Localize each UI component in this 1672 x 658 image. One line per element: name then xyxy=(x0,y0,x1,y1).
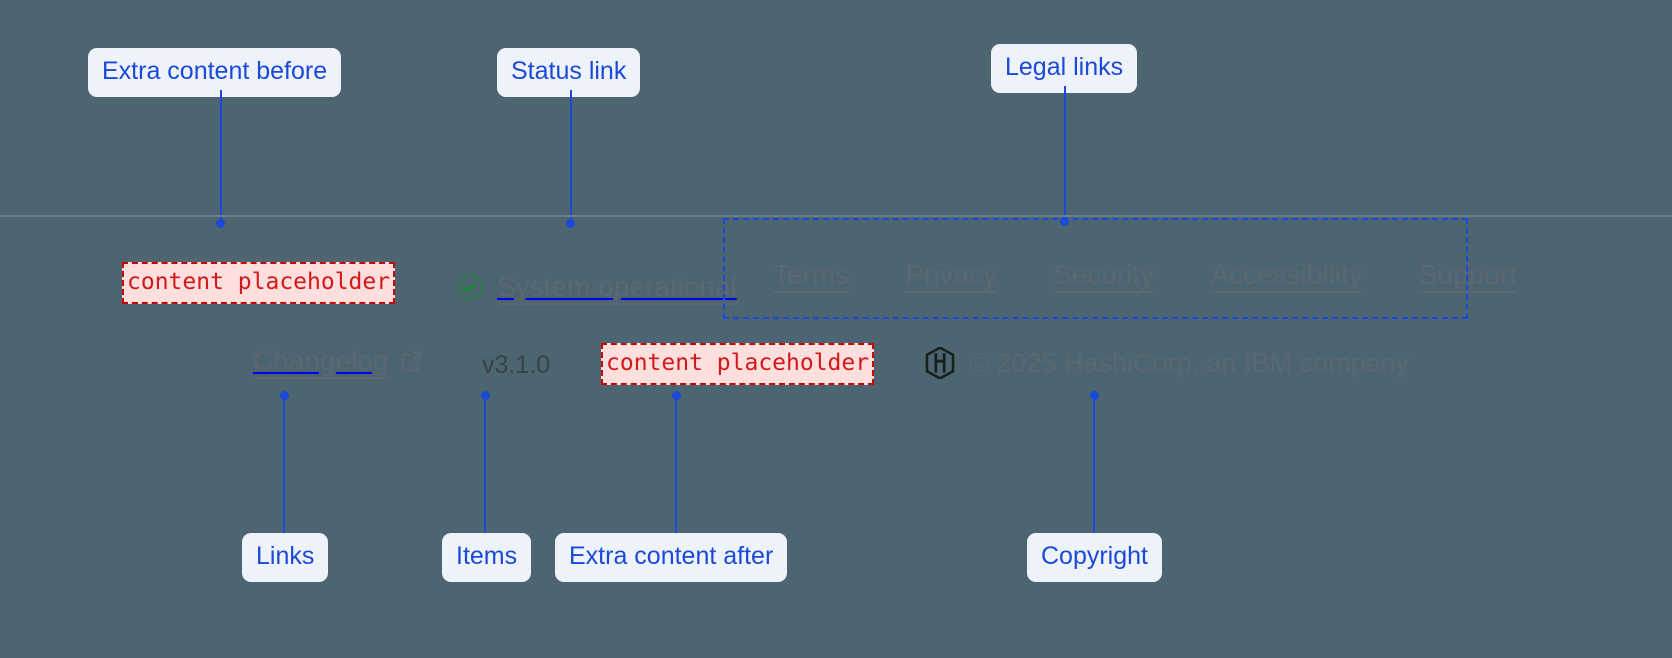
extra-content-before-placeholder: content placeholder xyxy=(122,262,396,304)
leader-dot-extra-content-before xyxy=(216,219,225,228)
footer: content placeholder System operational T… xyxy=(0,215,1672,480)
leader-dot-items xyxy=(481,391,490,400)
version-label: v3.1.0 xyxy=(482,351,551,379)
callout-links: Links xyxy=(242,533,329,582)
callout-copyright: Copyright xyxy=(1027,533,1162,582)
copyright-block: © 2025 HashiCorp, an IBM company xyxy=(925,346,1410,380)
callout-extra-content-before: Extra content before xyxy=(88,48,342,97)
leader-line-status-link xyxy=(570,90,572,224)
footer-bottom-row: Changelog v3.1.0 content placeholder © 2… xyxy=(0,337,1672,407)
copyright-text: © 2025 HashiCorp, an IBM company xyxy=(969,347,1410,378)
legal-link-privacy[interactable]: Privacy xyxy=(905,259,998,290)
leader-dot-extra-content-after xyxy=(672,391,681,400)
legal-link-terms[interactable]: Terms xyxy=(773,259,850,290)
leader-line-legal-links xyxy=(1064,86,1066,222)
leader-dot-status-link xyxy=(566,219,575,228)
leader-line-extra-content-after xyxy=(675,396,677,533)
leader-line-links xyxy=(283,396,285,533)
status-link-label: System operational xyxy=(497,271,737,302)
leader-line-copyright xyxy=(1093,396,1095,533)
legal-link-support[interactable]: Support xyxy=(1418,259,1517,290)
extra-content-after-placeholder: content placeholder xyxy=(601,343,875,385)
leader-dot-links xyxy=(280,391,289,400)
legal-links-list: Terms Privacy Security Accessibility Sup… xyxy=(773,259,1517,291)
changelog-link-label: Changelog xyxy=(253,345,389,376)
leader-line-extra-content-before xyxy=(220,90,222,224)
leader-dot-legal-links xyxy=(1060,217,1069,226)
check-circle-icon xyxy=(455,272,485,302)
status-link[interactable]: System operational xyxy=(455,271,737,303)
leader-line-items xyxy=(484,396,486,533)
callout-extra-content-after: Extra content after xyxy=(555,533,788,582)
callout-items: Items xyxy=(442,533,532,582)
legal-link-accessibility[interactable]: Accessibility xyxy=(1210,259,1363,290)
footer-top-row: content placeholder System operational T… xyxy=(0,239,1672,335)
callout-status-link: Status link xyxy=(497,48,641,97)
legal-link-security[interactable]: Security xyxy=(1053,259,1155,290)
changelog-link[interactable]: Changelog xyxy=(253,345,425,377)
callout-legal-links: Legal links xyxy=(991,44,1138,93)
external-link-icon xyxy=(399,348,425,374)
leader-dot-copyright xyxy=(1090,391,1099,400)
hashicorp-logo xyxy=(925,346,955,380)
